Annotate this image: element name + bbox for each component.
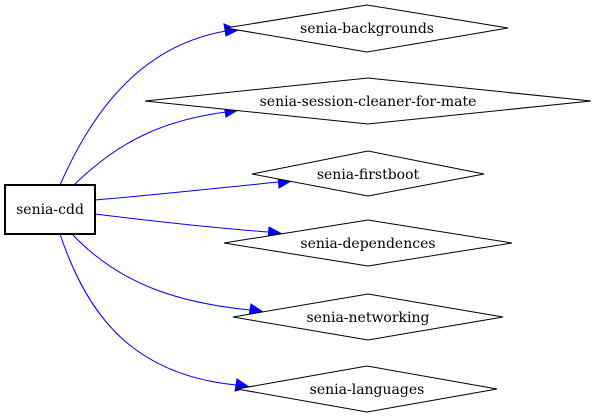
node-label-senia-firstboot: senia-firstboot	[317, 167, 420, 183]
edge-to-senia-languages	[59, 233, 251, 392]
node-senia-backgrounds: senia-backgrounds	[225, 4, 509, 53]
node-senia-cdd: senia-cdd	[4, 184, 96, 235]
edge-to-senia-dependences	[94, 213, 284, 240]
node-label-senia-cdd: senia-cdd	[16, 202, 84, 218]
node-label-senia-dependences: senia-dependences	[300, 236, 435, 252]
node-senia-dependences: senia-dependences	[223, 219, 513, 267]
edge-to-senia-firstboot	[94, 175, 293, 201]
node-label-senia-backgrounds: senia-backgrounds	[300, 21, 434, 37]
node-label-senia-session-cleaner-for-mate: senia-session-cleaner-for-mate	[260, 94, 477, 110]
node-label-senia-networking: senia-networking	[306, 310, 429, 326]
node-senia-firstboot: senia-firstboot	[251, 150, 485, 197]
node-senia-networking: senia-networking	[232, 293, 504, 341]
node-senia-languages: senia-languages	[236, 365, 498, 413]
edge-to-senia-networking	[71, 233, 265, 317]
node-senia-session-cleaner-for-mate: senia-session-cleaner-for-mate	[144, 77, 592, 125]
node-label-senia-languages: senia-languages	[310, 382, 425, 398]
edge-to-senia-session-cleaner-for-mate	[73, 104, 240, 186]
